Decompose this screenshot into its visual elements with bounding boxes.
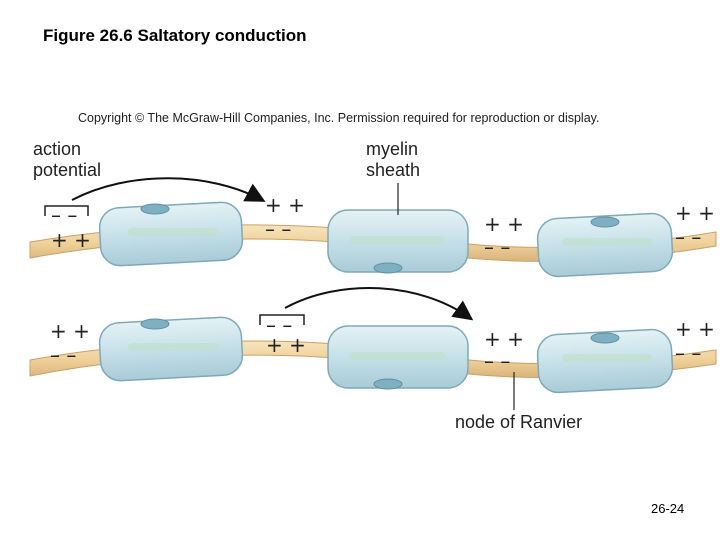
myelin-segment-top-1 xyxy=(98,201,244,267)
charge-plus-top-1: + + xyxy=(51,228,91,252)
action-potential-bracket-top xyxy=(44,205,89,216)
myelin-segment-bottom-3 xyxy=(536,328,674,394)
myelin-segment-top-2 xyxy=(327,209,469,274)
charge-plus-top-4: + + xyxy=(675,201,715,225)
charge-minus-top-4: – – xyxy=(675,225,701,249)
schwann-nucleus xyxy=(373,378,403,390)
propagation-arrow-top xyxy=(71,177,266,202)
charge-plus-bottom-3: + + xyxy=(484,327,524,351)
schwann-nucleus xyxy=(590,332,620,344)
schwann-nucleus xyxy=(140,318,170,330)
action-potential-label-line1: action xyxy=(33,139,82,159)
charge-plus-bottom-1: + + xyxy=(50,319,90,343)
charge-minus-bottom-4: – – xyxy=(675,341,701,365)
charge-plus-bottom-2: + + xyxy=(266,333,306,357)
myelin-segment-top-3 xyxy=(536,212,674,278)
charge-plus-top-3: + + xyxy=(484,212,524,236)
schwann-nucleus xyxy=(590,216,620,228)
myelin-segment-bottom-2 xyxy=(327,325,469,390)
myelin-segment-bottom-1 xyxy=(98,316,244,382)
charge-minus-top-2: – – xyxy=(265,217,291,241)
propagation-arrow-bottom xyxy=(284,287,474,321)
action-potential-bracket-bottom xyxy=(259,314,305,325)
figure-title: Figure 26.6 Saltatory conduction xyxy=(43,26,307,45)
charge-plus-top-2: + + xyxy=(265,193,305,217)
schwann-nucleus xyxy=(140,203,170,215)
charge-minus-bottom-2: – – xyxy=(266,313,292,337)
node-of-ranvier-label: node of Ranvier xyxy=(455,412,583,432)
copyright-notice: Copyright © The McGraw-Hill Companies, I… xyxy=(78,111,600,125)
schwann-nucleus xyxy=(373,262,403,274)
charge-minus-bottom-1: – – xyxy=(50,343,76,367)
action-potential-label-line2: potential xyxy=(33,160,102,180)
charge-plus-bottom-4: + + xyxy=(675,317,715,341)
charge-minus-top-1: – – xyxy=(51,203,77,227)
myelin-sheath-label-line1: myelin xyxy=(366,139,419,159)
charge-minus-top-3: – – xyxy=(484,235,510,259)
charge-minus-bottom-3: – – xyxy=(484,349,510,373)
slide-number: 26-24 xyxy=(651,501,685,516)
myelin-sheath-label-line2: sheath xyxy=(366,160,421,180)
